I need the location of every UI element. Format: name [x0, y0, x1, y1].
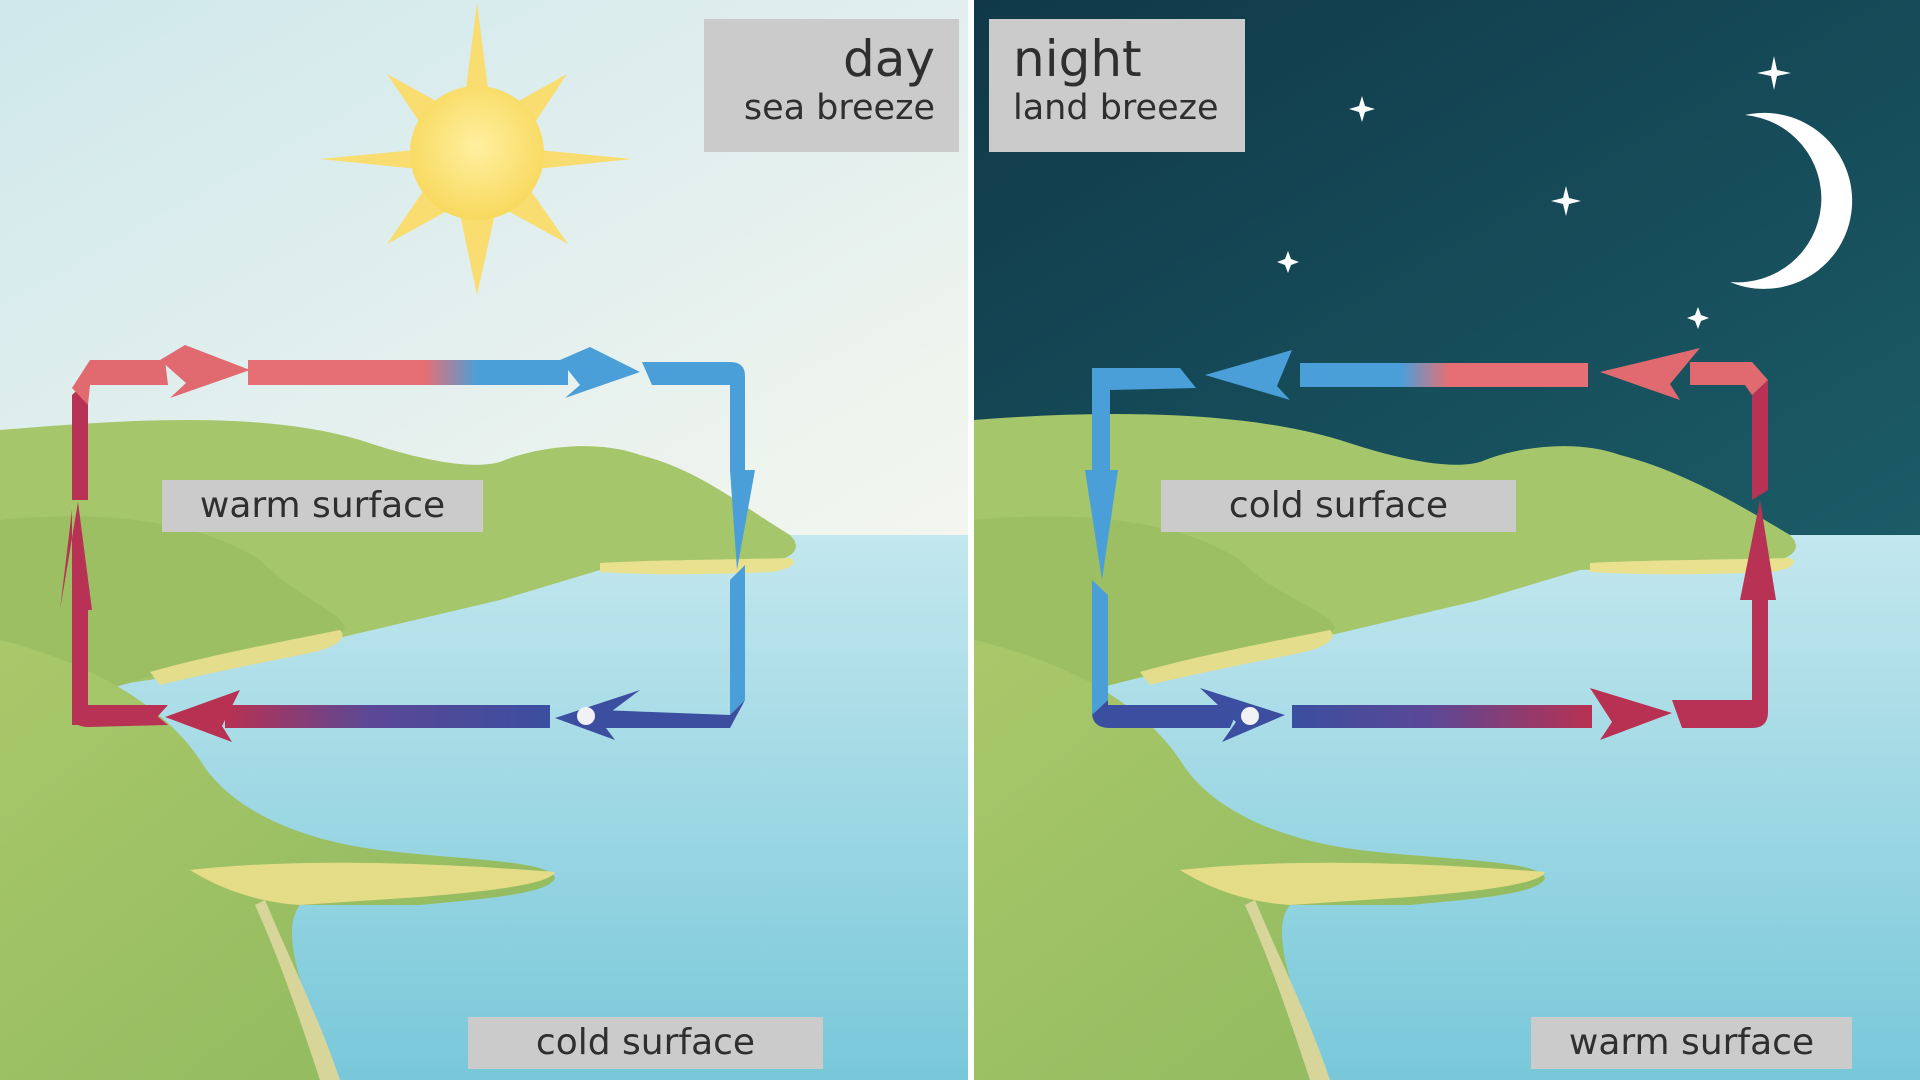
moon-icon [1730, 112, 1853, 289]
night-mid-land [974, 516, 1335, 720]
night-panel [974, 0, 1920, 1080]
day-air-circulation [60, 345, 755, 742]
night-sea-label: warm surface [1531, 1017, 1852, 1069]
day-upper-flow [248, 360, 568, 385]
star-icon [1757, 56, 1791, 90]
night-air-circulation [1085, 348, 1776, 742]
day-title-box: day sea breeze [704, 19, 959, 152]
night-upper-flow [1300, 363, 1588, 387]
day-surface-flow [225, 705, 550, 728]
day-front-land [0, 640, 555, 1080]
night-title: night [1013, 30, 1142, 88]
day-panel [0, 0, 968, 1080]
panel-divider [968, 0, 974, 1080]
day-subtitle: sea breeze [743, 88, 935, 128]
star-icon [1551, 186, 1581, 216]
day-land-label: warm surface [162, 480, 483, 532]
night-air-particle [1241, 707, 1259, 725]
night-land-label: cold surface [1161, 480, 1516, 532]
star-icon [1687, 307, 1709, 329]
night-subtitle: land breeze [1013, 88, 1219, 128]
day-sinking-air [642, 362, 755, 570]
day-air-particle [577, 707, 595, 725]
night-title-box: night land breeze [989, 19, 1245, 152]
night-surface-flow [1292, 705, 1592, 728]
day-title: day [843, 30, 935, 88]
star-icon [1349, 96, 1375, 122]
day-sea-label: cold surface [468, 1017, 823, 1069]
sun-icon [320, 3, 632, 295]
night-front-land [974, 640, 1545, 1080]
night-sinking-air [1085, 368, 1196, 580]
star-icon [1277, 251, 1299, 273]
stars [1277, 56, 1791, 329]
night-rising-air [1672, 500, 1776, 728]
